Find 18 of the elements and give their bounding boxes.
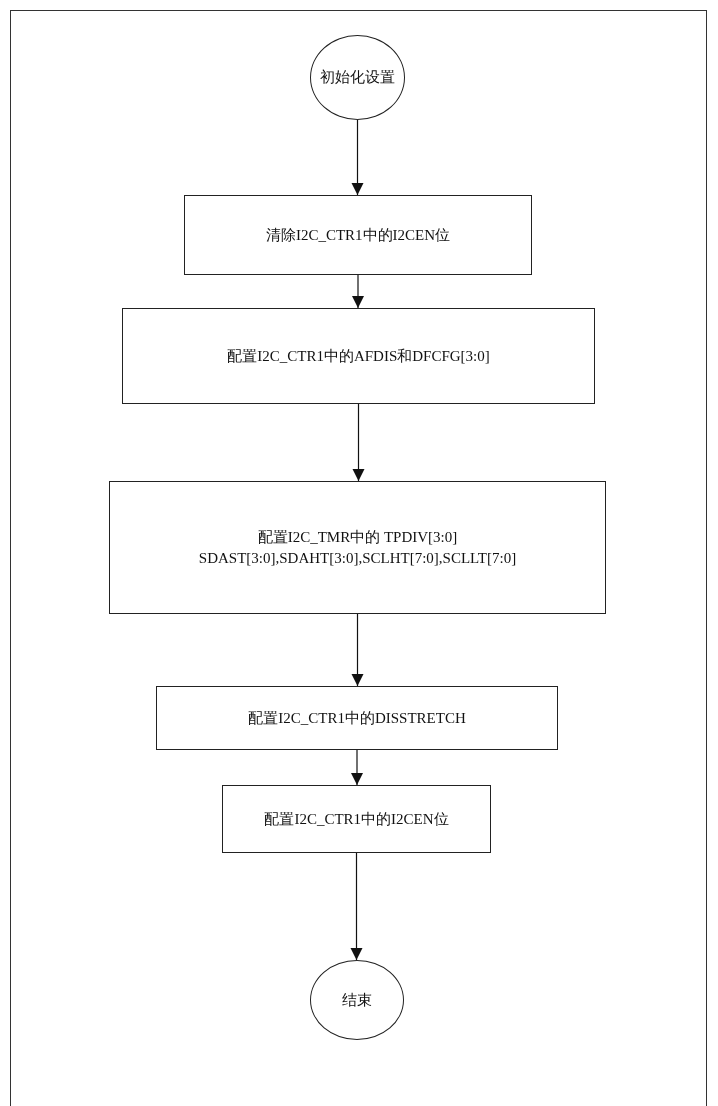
node-text: 初始化设置 <box>320 68 395 88</box>
arrow <box>351 613 364 687</box>
node-text: 结束 <box>342 990 372 1010</box>
arrow <box>352 403 365 482</box>
arrow <box>352 274 364 309</box>
arrow <box>351 119 364 196</box>
node-text: 配置I2C_CTR1中的AFDIS和DFCFG[3:0] <box>227 346 490 366</box>
node-text: 配置I2C_TMR中的 TPDIV[3:0] SDAST[3:0],SDAHT[3:0],SCLHT[7:0],SCLLT[7:0] <box>197 528 518 568</box>
process-box <box>122 308 595 404</box>
arrow <box>351 749 363 786</box>
node-text: 配置I2C_CTR1中的I2CEN位 <box>264 809 449 829</box>
node-text: 配置I2C_CTR1中的DISSTRETCH <box>248 708 466 728</box>
process-box <box>156 686 558 750</box>
process-box <box>109 481 606 614</box>
process-box <box>184 195 532 275</box>
process-box <box>222 785 491 853</box>
arrow <box>350 852 363 961</box>
node-text: 清除I2C_CTR1中的I2CEN位 <box>265 225 451 245</box>
